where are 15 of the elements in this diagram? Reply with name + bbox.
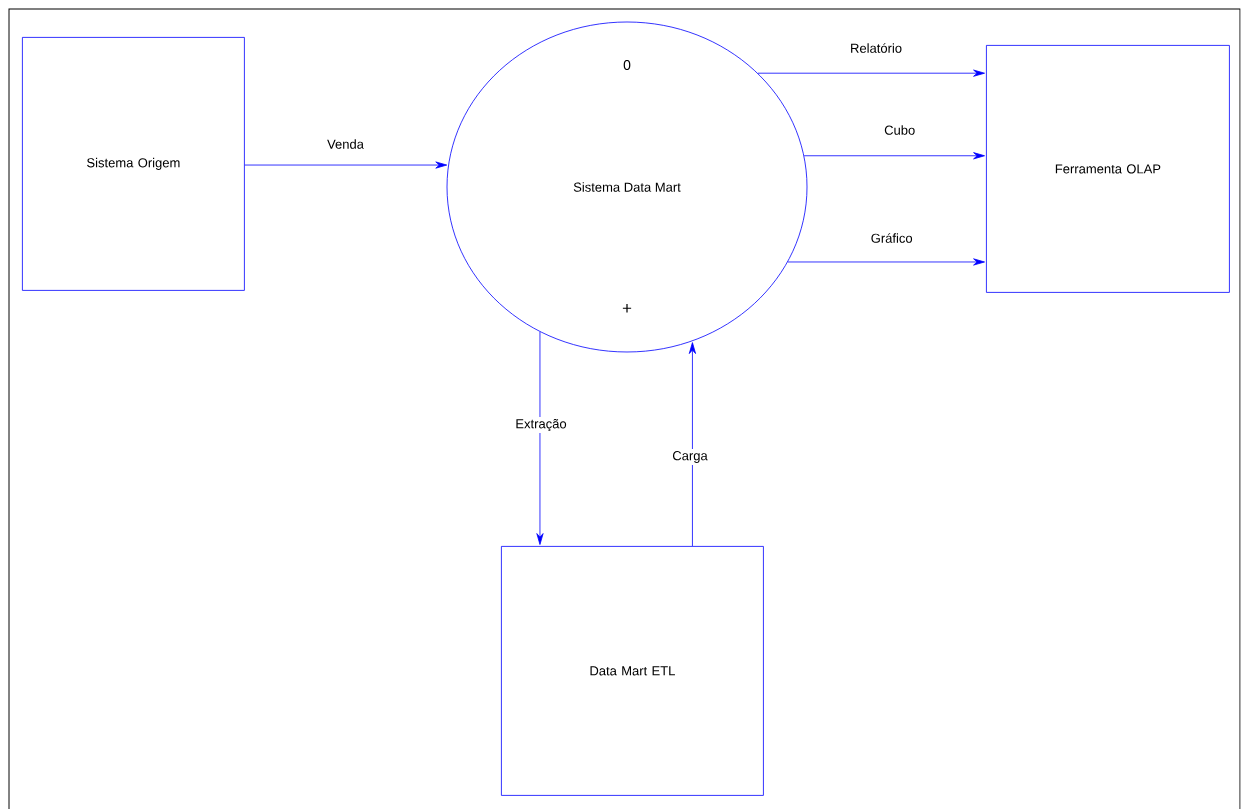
entity-box: Ferramenta OLAP: [986, 45, 1230, 293]
edge-label: Cubo: [882, 123, 918, 137]
arrow: [757, 69, 985, 77]
entity-box: Data Mart ETL: [501, 546, 764, 796]
entity-box: Sistema Origem: [22, 37, 245, 291]
edge-label: Relatório: [848, 41, 905, 55]
edge-label: Gráfico: [868, 231, 915, 245]
arrow: [688, 342, 696, 547]
arrow: [803, 152, 985, 160]
arrow: [536, 331, 544, 545]
edge-label: Extração: [513, 416, 569, 434]
arrow: [244, 161, 448, 169]
arrow: [787, 258, 985, 266]
edge-label: Carga: [670, 449, 710, 465]
edge-label: Venda: [325, 137, 366, 151]
